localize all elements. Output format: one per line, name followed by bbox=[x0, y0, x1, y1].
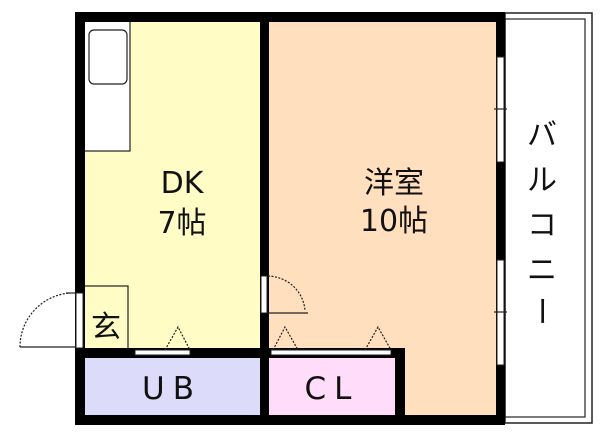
balcony-char: バ bbox=[527, 118, 557, 153]
balcony-char: ー bbox=[523, 296, 558, 326]
closet-door[interactable] bbox=[270, 325, 392, 356]
western-room-label: 洋室 bbox=[364, 166, 424, 201]
dk-size-label: 7帖 bbox=[157, 206, 206, 241]
bath-door[interactable] bbox=[134, 325, 191, 356]
balcony-char: ニ bbox=[527, 253, 557, 288]
balcony-label: バ ル コ ニ ー bbox=[523, 118, 558, 326]
balcony-window-upper[interactable] bbox=[494, 56, 507, 163]
unit-bath bbox=[84, 357, 261, 415]
western-room-size-label: 10帖 bbox=[360, 204, 428, 239]
room-door[interactable] bbox=[260, 275, 308, 314]
balcony-char: ル bbox=[527, 163, 557, 198]
ub-label: UB bbox=[142, 371, 202, 407]
balcony-char: コ bbox=[527, 208, 557, 243]
sink-icon bbox=[88, 29, 128, 85]
kitchen-counter bbox=[83, 20, 131, 152]
closet bbox=[269, 357, 396, 415]
cl-label: CL bbox=[305, 371, 360, 407]
walls bbox=[75, 12, 505, 425]
balcony-window-lower[interactable] bbox=[494, 259, 507, 366]
entrance-label: 玄 bbox=[91, 310, 121, 345]
entrance-door[interactable] bbox=[19, 292, 84, 349]
balcony bbox=[504, 12, 593, 424]
dk-label: DK bbox=[161, 166, 205, 201]
